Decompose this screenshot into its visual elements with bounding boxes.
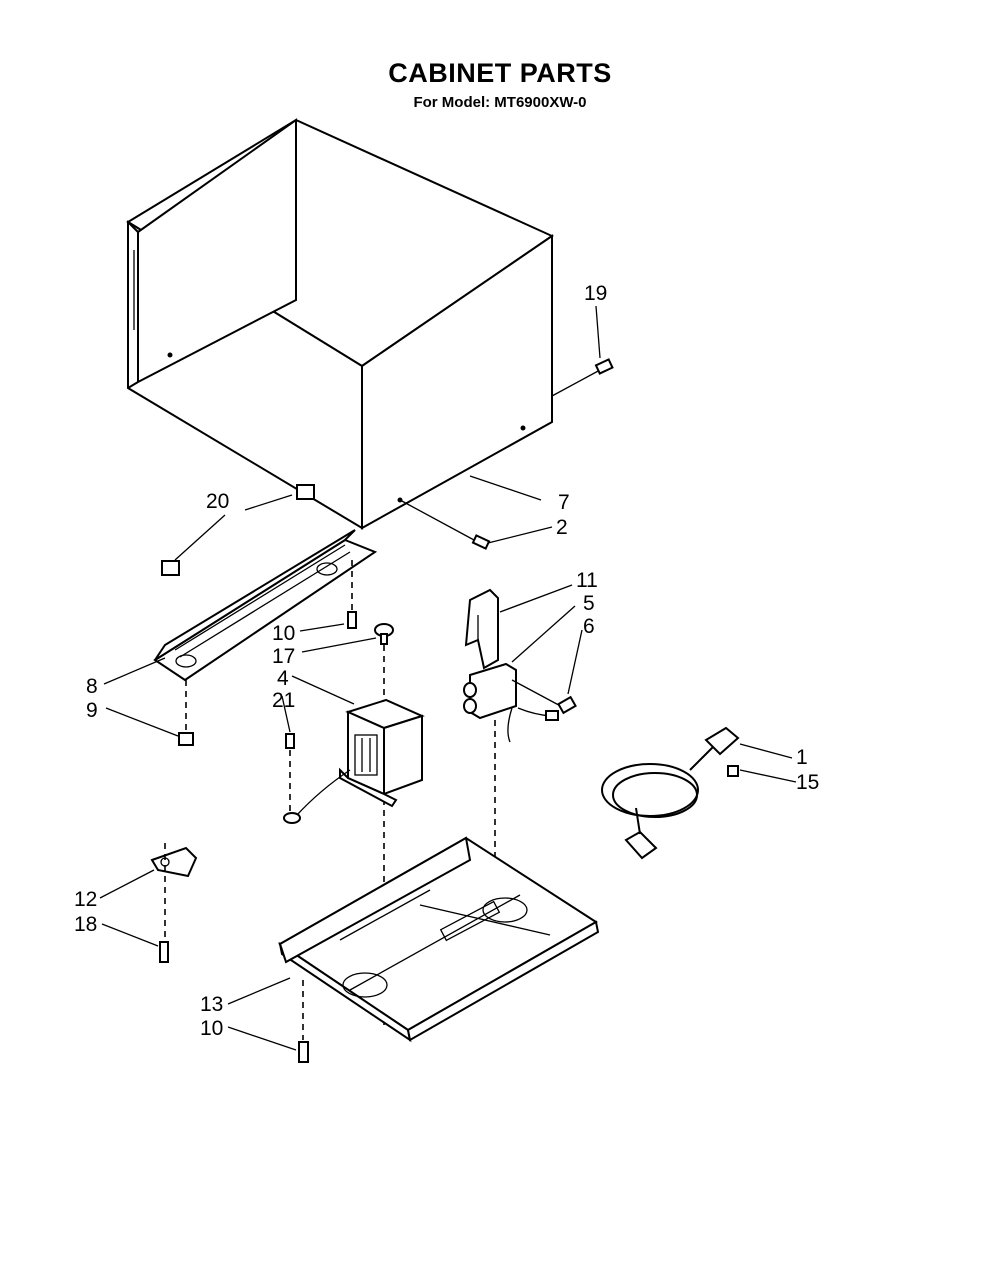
callout-2: 2 — [556, 516, 568, 539]
callout-17: 17 — [272, 645, 295, 668]
callout-15: 15 — [796, 771, 819, 794]
callout-10-lower: 10 — [200, 1017, 223, 1040]
screw-18 — [159, 941, 169, 963]
callout-7: 7 — [558, 491, 570, 514]
screw-10-upper — [347, 611, 357, 629]
callout-6: 6 — [583, 615, 595, 638]
callout-12: 12 — [74, 888, 97, 911]
bracket-11 — [464, 588, 499, 670]
callout-10-upper: 10 — [272, 622, 295, 645]
capacitor-5 — [463, 662, 517, 880]
callout-8: 8 — [86, 675, 98, 698]
nut-9 — [178, 732, 194, 746]
callout-18: 18 — [74, 913, 97, 936]
base-plate-13 — [278, 836, 600, 1043]
screw-15 — [727, 765, 739, 777]
screw-19 — [551, 358, 614, 397]
callout-4: 4 — [277, 667, 289, 690]
callout-11: 11 — [576, 569, 598, 592]
callout-19: 19 — [584, 282, 607, 305]
mounting-plate-12 — [150, 843, 198, 940]
callout-21: 21 — [272, 689, 295, 712]
screw-10-lower — [298, 1041, 309, 1063]
rail-8 — [153, 529, 378, 735]
callout-labels: 19 20 7 2 11 5 6 10 17 4 21 8 9 1 15 12 … — [74, 282, 819, 1040]
leader-lines — [99, 305, 797, 1051]
callout-5: 5 — [583, 592, 595, 615]
model-subtitle: For Model: MT6900XW-0 — [413, 94, 587, 111]
bumper-20 — [161, 484, 315, 576]
power-cord-1 — [601, 726, 740, 860]
screw-17 — [374, 623, 394, 1025]
diode-6 — [511, 679, 577, 721]
callout-1: 1 — [796, 746, 808, 769]
transformer-4 — [295, 698, 425, 817]
screw-2 — [399, 499, 491, 550]
callout-9: 9 — [86, 699, 98, 722]
page-title: CABINET PARTS — [388, 58, 612, 88]
screw-21 — [283, 733, 301, 824]
callout-20: 20 — [206, 490, 229, 513]
callout-13: 13 — [200, 993, 223, 1016]
cabinet-wrapper — [126, 118, 555, 530]
